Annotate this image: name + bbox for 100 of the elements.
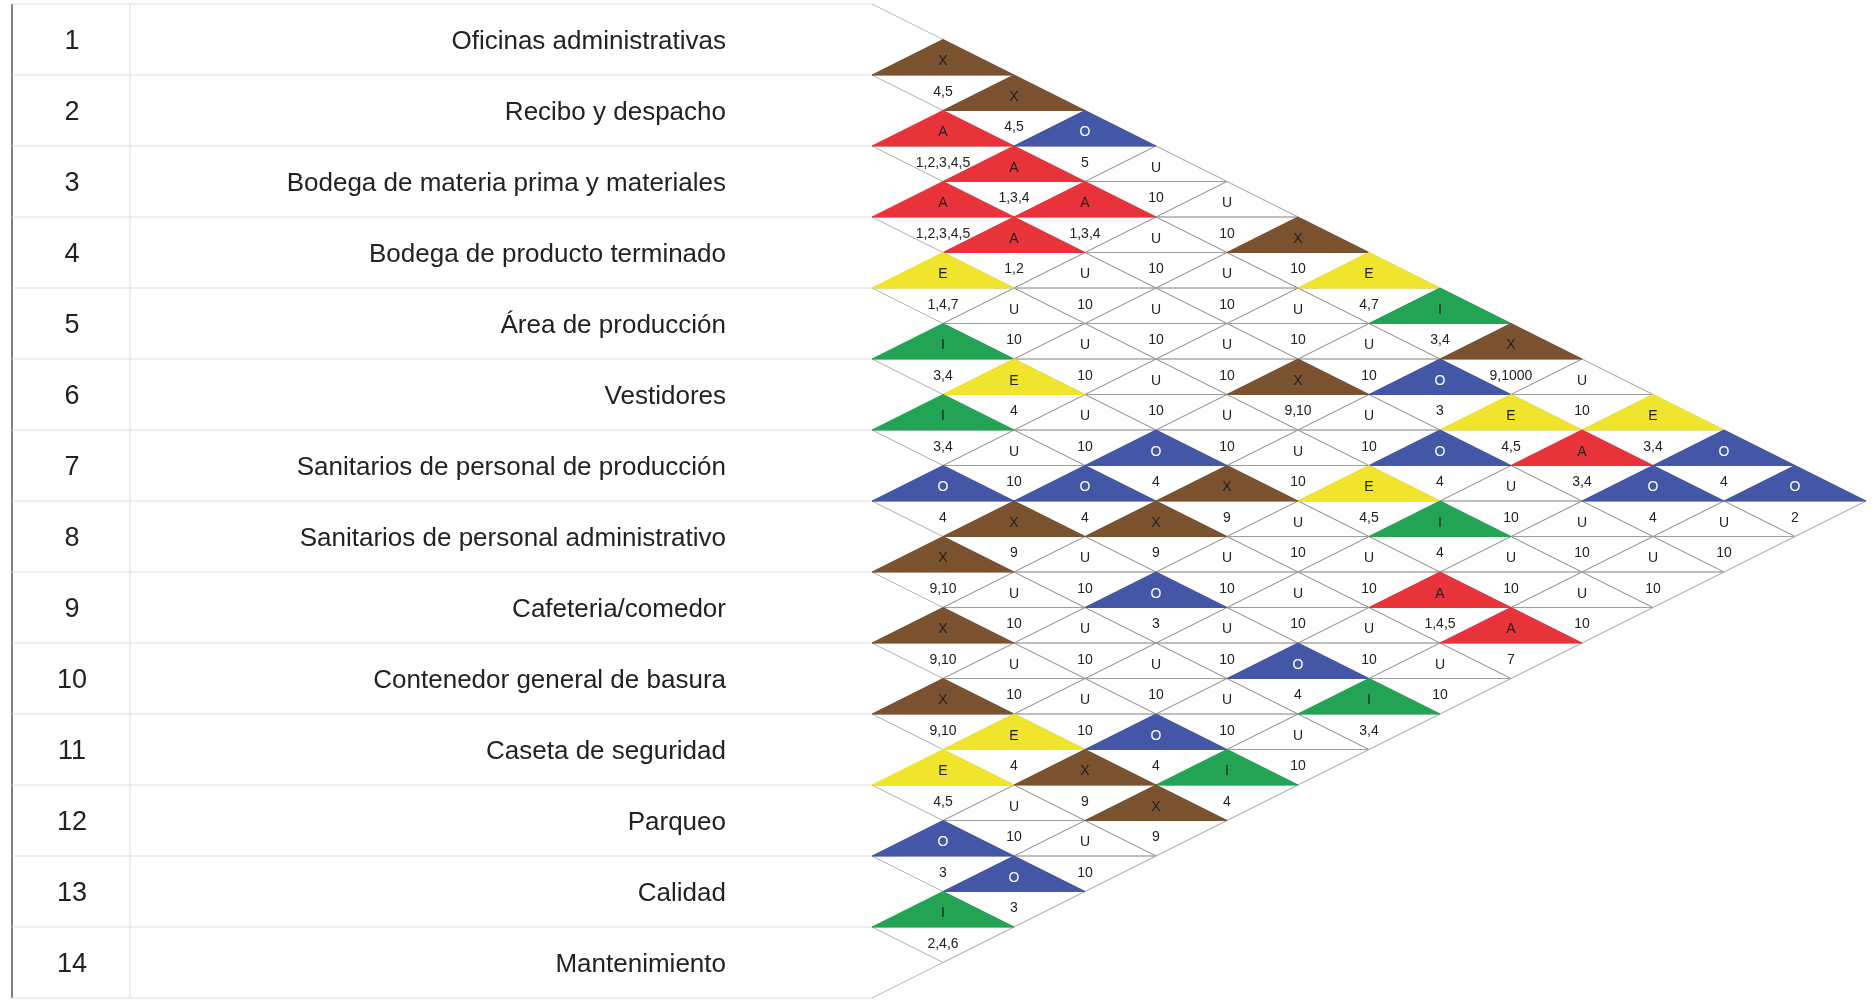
rating-letter: U (1079, 407, 1091, 424)
rating-letter: U (1079, 691, 1091, 708)
rating-letter: U (1292, 726, 1304, 743)
row-number: 4 (64, 237, 80, 268)
reason-code: 10 (1006, 615, 1022, 632)
department-name: Oficinas administrativas (451, 24, 726, 55)
rating-letter: U (1292, 442, 1304, 459)
reason-code: 4,5 (1004, 118, 1024, 135)
row-number: 1 (64, 24, 80, 55)
reason-code: 3,4 (1359, 721, 1379, 738)
rating-letter: U (1008, 442, 1020, 459)
rating-letter: U (1647, 549, 1659, 566)
rating-letter: X (938, 549, 948, 566)
rating-letter: U (1221, 620, 1233, 637)
rating-letter: X (1151, 513, 1161, 530)
reason-code: 9,10 (929, 721, 957, 738)
rating-letter: A (1080, 194, 1090, 211)
rating-letter: A (938, 194, 948, 211)
rating-letter: U (1576, 513, 1588, 530)
reason-code: 4 (1649, 508, 1657, 525)
reason-code: 4,7 (1359, 295, 1379, 312)
rating-letter: X (1506, 336, 1516, 353)
rating-letter: U (1576, 584, 1588, 601)
reason-code: 9 (1081, 792, 1089, 809)
reason-code: 10 (1645, 579, 1661, 596)
rating-letter: O (1150, 442, 1162, 459)
reason-code: 10 (1361, 366, 1377, 383)
rating-letter: A (1435, 584, 1445, 601)
reason-code: 10 (1716, 544, 1732, 561)
rating-letter: A (1506, 620, 1516, 637)
rating-letter: A (1009, 229, 1019, 246)
reason-code: 10 (1432, 686, 1448, 703)
reason-code: 1,2,3,4,5 (915, 153, 971, 170)
rating-letter: I (1438, 513, 1442, 530)
rating-letter: A (1577, 442, 1587, 459)
reason-code: 4 (1720, 473, 1728, 490)
reason-code: 1,3,4 (998, 189, 1030, 206)
reason-code: 10 (1361, 579, 1377, 596)
reason-code: 1,2,3,4,5 (915, 224, 971, 241)
reason-code: 3,4 (1643, 437, 1663, 454)
rating-letter: E (1364, 478, 1374, 495)
rating-letter: U (1150, 300, 1162, 317)
reason-code: 9 (1010, 544, 1018, 561)
rating-letter: O (1718, 442, 1730, 459)
department-name: Bodega de producto terminado (368, 237, 726, 268)
reason-code: 5 (1081, 153, 1089, 170)
rating-letter: U (1008, 584, 1020, 601)
rating-letter: O (1008, 868, 1020, 885)
reason-code: 4 (939, 508, 947, 525)
reason-code: 10 (1219, 295, 1235, 312)
reason-code: 3,4 (933, 366, 953, 383)
rating-letter: O (1789, 478, 1801, 495)
row-number: 3 (64, 166, 80, 197)
rating-letter: E (1009, 726, 1019, 743)
reason-code: 1,4,5 (1424, 615, 1456, 632)
rating-letter: U (1221, 265, 1233, 282)
reason-code: 10 (1503, 579, 1519, 596)
rating-letter: O (1434, 442, 1446, 459)
reason-code: 9,1000 (1489, 366, 1533, 383)
reason-code: 3 (1152, 615, 1160, 632)
rating-letter: O (1150, 584, 1162, 601)
reason-code: 1,2 (1004, 260, 1024, 277)
reason-code: 10 (1077, 366, 1093, 383)
reason-code: 10 (1361, 437, 1377, 454)
reason-code: 10 (1148, 686, 1164, 703)
rating-letter: U (1221, 549, 1233, 566)
reason-code: 10 (1219, 366, 1235, 383)
rating-letter: X (938, 52, 948, 69)
department-name: Mantenimiento (555, 947, 726, 978)
reason-code: 10 (1290, 473, 1306, 490)
department-name: Parqueo (627, 805, 726, 836)
reason-code: 10 (1006, 828, 1022, 845)
reason-code: 10 (1148, 189, 1164, 206)
rating-letter: U (1079, 833, 1091, 850)
department-name: Sanitarios de personal de producción (296, 450, 726, 481)
reason-code: 10 (1077, 437, 1093, 454)
rating-letter: I (1367, 691, 1371, 708)
rating-letter: U (1221, 194, 1233, 211)
row-number: 13 (57, 876, 87, 907)
reason-code: 10 (1148, 331, 1164, 348)
rating-letter: U (1008, 797, 1020, 814)
reason-code: 10 (1077, 721, 1093, 738)
reason-code: 10 (1219, 579, 1235, 596)
rating-letter: X (1293, 229, 1303, 246)
reason-code: 10 (1077, 579, 1093, 596)
rating-letter: I (941, 407, 945, 424)
row-number: 2 (64, 95, 80, 126)
reason-code: 10 (1290, 757, 1306, 774)
department-name: Recibo y despacho (504, 95, 726, 126)
rating-letter: U (1363, 620, 1375, 637)
reason-code: 10 (1148, 260, 1164, 277)
rating-letter: U (1079, 620, 1091, 637)
row-number: 11 (58, 734, 86, 765)
reason-code: 10 (1077, 650, 1093, 667)
rating-letter: U (1008, 300, 1020, 317)
reason-code: 10 (1290, 544, 1306, 561)
reason-code: 10 (1006, 686, 1022, 703)
rating-letter: O (1647, 478, 1659, 495)
rating-letter: U (1576, 371, 1588, 388)
reason-code: 4 (1436, 544, 1444, 561)
